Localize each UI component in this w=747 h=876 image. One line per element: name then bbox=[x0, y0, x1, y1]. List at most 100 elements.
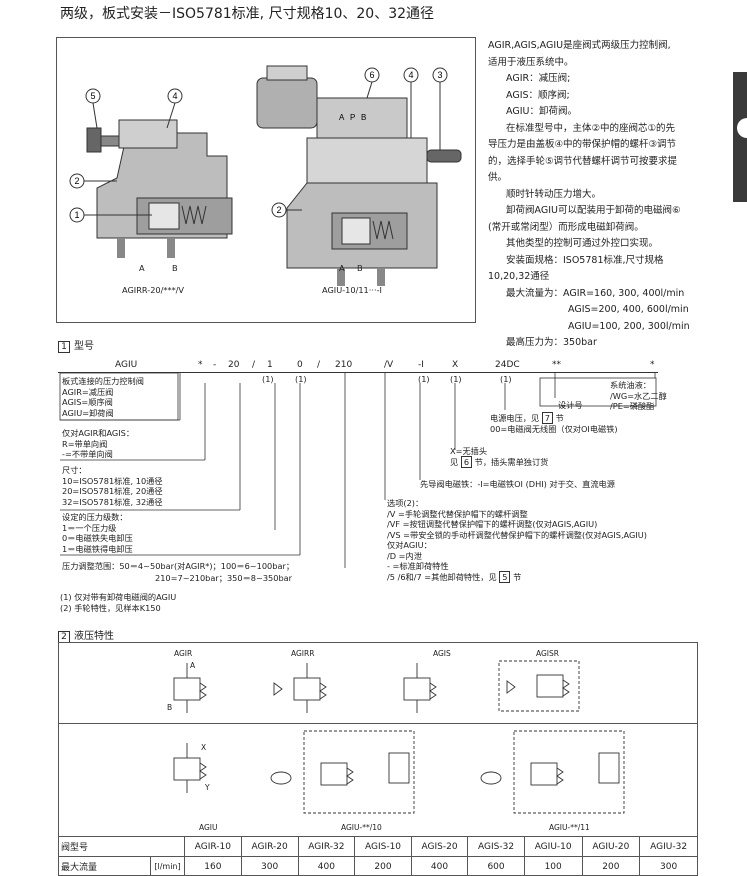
note-mark: (1) bbox=[262, 374, 274, 384]
svg-text:B: B bbox=[361, 113, 366, 122]
desc-line: 适用于液压系统中。 bbox=[488, 56, 574, 68]
right-caption: AGIU-10/11···-I bbox=[322, 285, 382, 295]
code-block-seals: 系统油液： /WG=水乙二醇 /PE=磷酸酯 bbox=[610, 380, 667, 412]
code-part: AGIU bbox=[115, 360, 138, 370]
table-cell: 400 bbox=[297, 856, 356, 876]
code-tree-lines bbox=[59, 372, 657, 568]
hydraulic-symbols bbox=[173, 660, 625, 814]
table-cell: 300 bbox=[240, 856, 299, 876]
svg-text:1: 1 bbox=[74, 210, 79, 220]
table-cell: AGIR-20 bbox=[240, 836, 299, 857]
code-line: 10=ISO5781标准, 10通径 bbox=[62, 475, 163, 486]
code-line: /V =手轮调整代替保护帽下的螺杆调整 bbox=[387, 508, 528, 519]
desc-line: 的，选择手轮⑤调节代替螺杆调节可按要求提 bbox=[488, 155, 678, 167]
code-line: /5 /6和/7 =其他卸荷特性，见 bbox=[387, 571, 497, 582]
description: AGIR,AGIS,AGIU是座阀式两级压力控制阀, 适用于液压系统中。 AGI… bbox=[488, 38, 728, 352]
svg-text:P: P bbox=[350, 113, 355, 122]
code-line: 节，插头需单独订货 bbox=[474, 456, 549, 467]
desc-line: 在标准型号中，主体②中的座阀芯①的先 bbox=[506, 122, 676, 134]
code-line: /D =内泄 bbox=[387, 550, 422, 561]
desc-line: 最大流量为：AGIR=160, 300, 400l/min bbox=[506, 287, 685, 299]
code-line: 系统油液： bbox=[610, 380, 651, 390]
note-mark: (1) bbox=[295, 374, 307, 384]
pressure-range-1: 压力调整范围：50＝4~50bar(对AGIR*)；100＝6~100bar； bbox=[62, 561, 295, 571]
code-line: 00=电磁阀无线圈（仅对OI电磁铁) bbox=[490, 423, 618, 434]
code-block-check-valve: 仅对AGIR和AGIS： R=带单向阀 -=不带单向阀 bbox=[62, 428, 134, 460]
code-part: * bbox=[650, 360, 655, 370]
code-line: 见 bbox=[450, 456, 459, 467]
desc-line: 10,20,32通径 bbox=[488, 271, 550, 282]
code-line: AGIS=顺序阀 bbox=[62, 397, 113, 407]
port-letter: A bbox=[190, 661, 196, 670]
code-part: /V bbox=[384, 360, 394, 370]
symbol-label: AGIRR bbox=[291, 649, 315, 658]
code-line: 节 bbox=[555, 413, 564, 423]
symbol-label: AGIU-**/11 bbox=[549, 823, 590, 832]
code-line: 尺寸： bbox=[62, 465, 87, 475]
note-mark: (1) bbox=[418, 374, 430, 384]
table-cell: 400 bbox=[410, 856, 469, 876]
code-part: * bbox=[198, 360, 203, 370]
port-letter: Y bbox=[205, 783, 210, 792]
code-part: 0 bbox=[297, 360, 303, 370]
table-cell-label: 最大流量 bbox=[58, 856, 151, 876]
svg-text:2: 2 bbox=[276, 205, 281, 215]
note-mark: (1) bbox=[500, 374, 512, 384]
table-row: 阀型号 AGIR-10 AGIR-20 AGIR-32 AGIS-10 AGIS… bbox=[58, 836, 698, 857]
code-line: X=无插头 bbox=[450, 446, 488, 456]
code-line: /VS =带安全锁的手动杆调整代替保护帽下的螺杆调整(仅对AGIS,AGIU) bbox=[387, 529, 647, 540]
code-line: AGIU=卸荷阀 bbox=[62, 407, 114, 418]
code-line: 32=ISO5781标准, 32通径 bbox=[62, 496, 163, 507]
spec-table: 阀型号 AGIR-10 AGIR-20 AGIR-32 AGIS-10 AGIS… bbox=[58, 836, 698, 876]
desc-line: AGIS=200, 400, 600l/min bbox=[568, 304, 689, 315]
code-part: ** bbox=[552, 360, 561, 370]
code-line: 板式连接的压力控制阀 bbox=[62, 376, 144, 386]
symbol-label: AGISR bbox=[536, 649, 559, 658]
code-line: 1＝电磁铁得电卸压 bbox=[62, 543, 133, 554]
valve-figure: 5 4 2 1 6 4 3 2 A P B A B A B AGIRR-20/*… bbox=[56, 37, 476, 323]
table-cell-unit: [l/min] bbox=[150, 856, 185, 876]
page-side-tab bbox=[733, 72, 747, 202]
footnote: (2) 手轮特性，见样本K150 bbox=[60, 602, 161, 613]
code-line: - =标准卸荷特性 bbox=[387, 561, 449, 571]
code-line: 电源电压，见 bbox=[490, 413, 540, 423]
code-line: /WG=水乙二醇 bbox=[610, 390, 667, 401]
valve-drawings: 5 4 2 1 6 4 3 2 A P B bbox=[69, 65, 462, 286]
section-title: 型号 bbox=[74, 341, 94, 352]
code-part: 20 bbox=[228, 360, 240, 370]
svg-text:3: 3 bbox=[437, 70, 442, 80]
table-cell: AGIU-32 bbox=[639, 836, 698, 857]
code-line: 0＝电磁铁失电卸压 bbox=[62, 533, 133, 543]
table-cell: AGIR-10 bbox=[184, 836, 242, 857]
table-row: 最大流量 [l/min] 160 300 400 200 400 600 100… bbox=[58, 856, 698, 876]
note-mark: (1) bbox=[450, 374, 462, 384]
table-cell: AGIS-10 bbox=[354, 836, 412, 857]
left-valve-drawing bbox=[69, 88, 233, 258]
section-ref-box: 5 bbox=[499, 570, 511, 583]
code-line: R=带单向阀 bbox=[62, 438, 108, 449]
code-underline bbox=[58, 372, 658, 373]
symbol-label: AGIU-**/10 bbox=[341, 823, 382, 832]
section-ref-box: 7 bbox=[541, 412, 553, 424]
table-cell: 200 bbox=[581, 856, 641, 876]
section-ref-box: 6 bbox=[460, 455, 473, 468]
table-cell: 600 bbox=[467, 856, 525, 876]
code-block-solenoid: 先导阀电磁铁：-I=电磁铁OI (DHI) 对于交、直流电源 bbox=[420, 479, 615, 489]
svg-text:A: A bbox=[339, 113, 345, 122]
left-port-b: B bbox=[172, 263, 178, 273]
left-port-a: A bbox=[139, 263, 145, 273]
footnotes: (1) 仅对带有卸荷电磁阀的AGIU (2) 手轮特性，见样本K150 bbox=[60, 592, 176, 613]
left-caption: AGIRR-20/***/V bbox=[122, 285, 185, 295]
table-cell: 200 bbox=[354, 856, 412, 876]
table-cell: 160 bbox=[184, 856, 242, 876]
code-block-pressure-level: 设定的压力级数： 1＝一个压力级 0＝电磁铁失电卸压 1＝电磁铁得电卸压 bbox=[62, 512, 133, 554]
code-line: 设定的压力级数： bbox=[62, 512, 128, 522]
desc-line: AGIR,AGIS,AGIU是座阀式两级压力控制阀, bbox=[488, 40, 671, 51]
pressure-range-2: 210=7~210bar；350＝8~350bar bbox=[155, 573, 293, 583]
table-cell: AGIU-20 bbox=[581, 836, 641, 857]
code-line: AGIR=减压阀 bbox=[62, 386, 114, 397]
code-line: /PE=磷酸酯 bbox=[610, 401, 655, 411]
code-block-size: 尺寸： 10=ISO5781标准, 10通径 20=ISO5781标准, 20通… bbox=[62, 465, 163, 507]
